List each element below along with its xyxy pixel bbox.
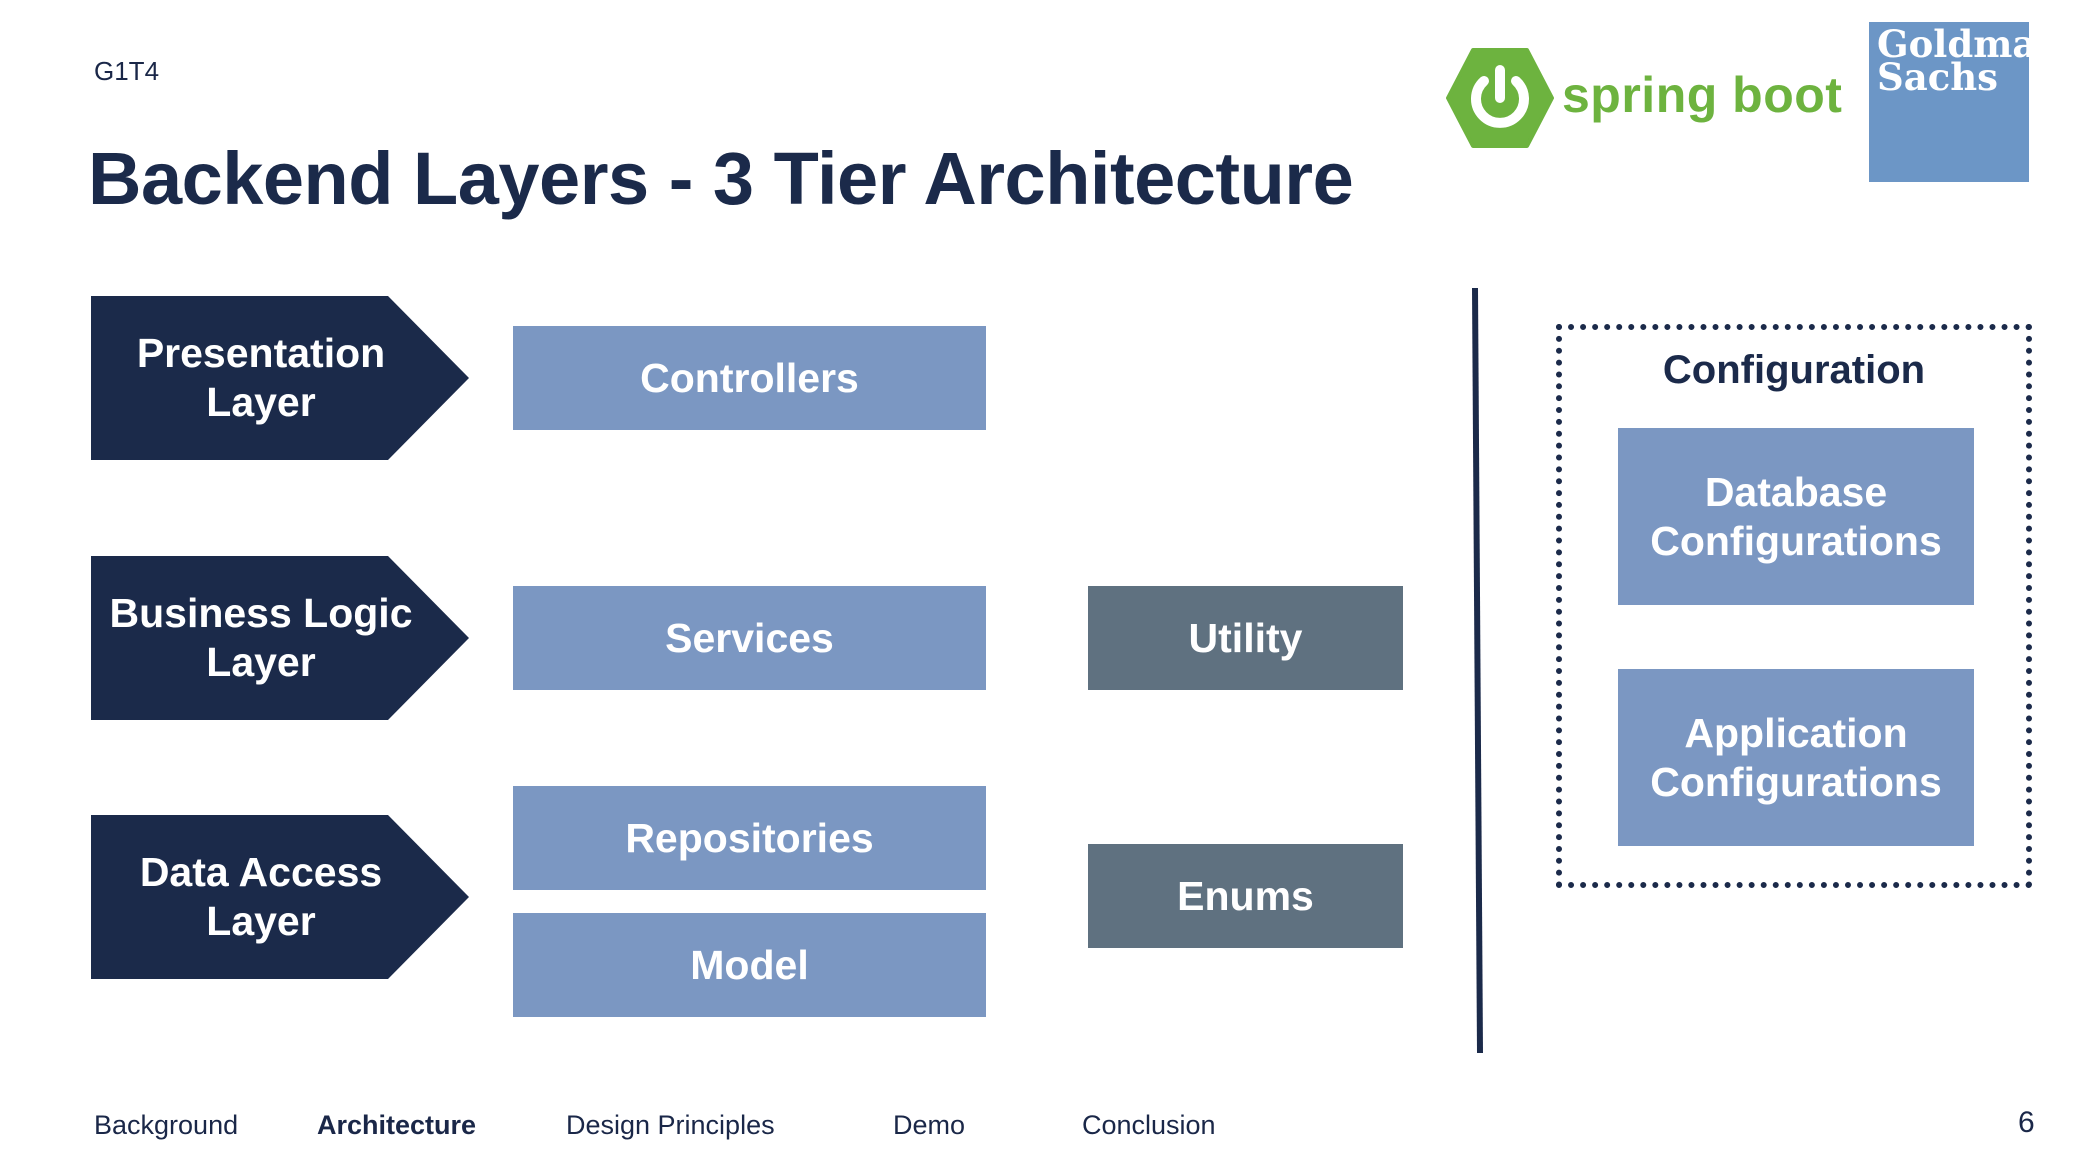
layer-label: Data Access Layer <box>139 849 383 944</box>
nav-architecture[interactable]: Architecture <box>317 1110 477 1140</box>
configuration-title: Configuration <box>1662 348 1926 392</box>
goldman-sachs-logo: Goldman Sachs <box>1869 22 2063 182</box>
model-box: Model <box>513 913 986 1017</box>
controllers-box: Controllers <box>513 326 986 430</box>
layer-label: Business Logic Layer <box>109 590 413 685</box>
page-number: 6 <box>2018 1106 2035 1139</box>
enums-box: Enums <box>1088 844 1403 948</box>
application-configurations-box: Application Configurations <box>1618 669 1974 846</box>
services-box: Services <box>513 586 986 690</box>
page-title: Backend Layers - 3 Tier Architecture <box>88 137 1354 220</box>
nav-demo[interactable]: Demo <box>893 1110 966 1140</box>
utility-box: Utility <box>1088 586 1403 690</box>
configuration-frame <box>1556 324 2032 888</box>
database-configurations-box: Database Configurations <box>1618 428 1974 605</box>
nav-design-principles[interactable]: Design Principles <box>566 1110 775 1140</box>
power-icon <box>1446 48 1554 148</box>
nav-conclusion[interactable]: Conclusion <box>1082 1110 1216 1140</box>
repositories-box: Repositories <box>513 786 986 890</box>
divider-line <box>1472 288 1483 1054</box>
team-code: G1T4 <box>94 56 160 86</box>
nav-background[interactable]: Background <box>94 1110 239 1140</box>
layer-arrow-presentation: Presentation Layer <box>91 296 469 460</box>
layer-arrow-business-logic: Business Logic Layer <box>91 556 469 720</box>
layer-arrow-data-access: Data Access Layer <box>91 815 469 979</box>
goldman-sachs-logo-text: Goldman Sachs <box>1877 22 2064 99</box>
layer-label: Presentation Layer <box>136 330 386 425</box>
spring-boot-logo-text: spring boot <box>1562 67 1843 123</box>
